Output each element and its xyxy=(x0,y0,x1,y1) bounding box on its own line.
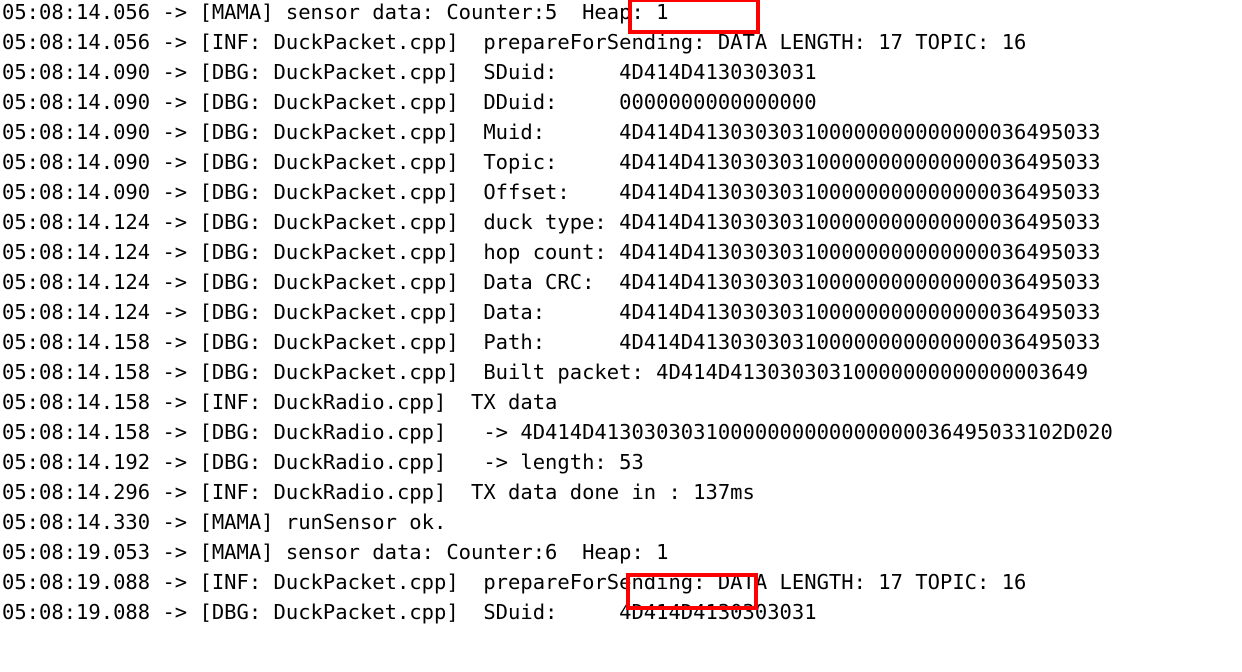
log-line: 05:08:14.090 -> [DBG: DuckPacket.cpp] To… xyxy=(2,150,1101,174)
log-line: 05:08:14.158 -> [INF: DuckRadio.cpp] TX … xyxy=(2,390,558,414)
log-line: 05:08:19.053 -> [MAMA] sensor data: Coun… xyxy=(2,540,669,564)
log-line: 05:08:14.090 -> [DBG: DuckPacket.cpp] DD… xyxy=(2,90,817,114)
log-line: 05:08:14.158 -> [DBG: DuckPacket.cpp] Pa… xyxy=(2,330,1101,354)
log-line: 05:08:14.158 -> [DBG: DuckRadio.cpp] -> … xyxy=(2,420,1113,444)
log-line: 05:08:14.296 -> [INF: DuckRadio.cpp] TX … xyxy=(2,480,755,504)
log-line: 05:08:14.056 -> [MAMA] sensor data: Coun… xyxy=(2,0,669,24)
log-line: 05:08:14.056 -> [INF: DuckPacket.cpp] pr… xyxy=(2,30,1027,54)
log-line: 05:08:14.124 -> [DBG: DuckPacket.cpp] Da… xyxy=(2,270,1101,294)
log-line: 05:08:19.088 -> [INF: DuckPacket.cpp] pr… xyxy=(2,570,1027,594)
log-line: 05:08:14.090 -> [DBG: DuckPacket.cpp] Of… xyxy=(2,180,1101,204)
log-line: 05:08:14.090 -> [DBG: DuckPacket.cpp] Mu… xyxy=(2,120,1101,144)
log-line: 05:08:14.124 -> [DBG: DuckPacket.cpp] du… xyxy=(2,210,1101,234)
log-line: 05:08:14.158 -> [DBG: DuckPacket.cpp] Bu… xyxy=(2,360,1089,384)
log-line: 05:08:14.090 -> [DBG: DuckPacket.cpp] SD… xyxy=(2,60,817,84)
log-line: 05:08:14.124 -> [DBG: DuckPacket.cpp] ho… xyxy=(2,240,1101,264)
log-line: 05:08:14.124 -> [DBG: DuckPacket.cpp] Da… xyxy=(2,300,1101,324)
log-line: 05:08:14.330 -> [MAMA] runSensor ok. xyxy=(2,510,447,534)
log-line: 05:08:14.192 -> [DBG: DuckRadio.cpp] -> … xyxy=(2,450,644,474)
log-line: 05:08:19.088 -> [DBG: DuckPacket.cpp] SD… xyxy=(2,600,817,624)
